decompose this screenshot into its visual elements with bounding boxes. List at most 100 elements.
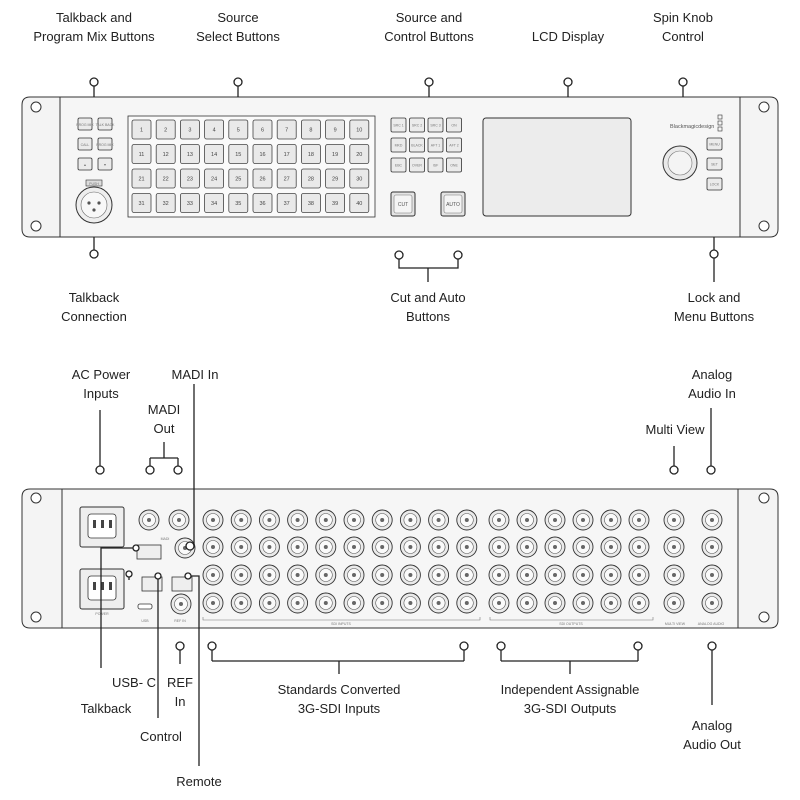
callout-lcd-display: LCD Display [508,27,628,46]
source-button[interactable] [325,144,346,164]
source-button[interactable] [131,168,152,189]
source-button[interactable] [349,168,370,189]
source-button[interactable] [276,144,297,164]
bnc-pin [239,601,244,605]
source-button[interactable] [204,119,225,140]
callout-ac-power-line2: Inputs [83,386,119,401]
talkback-port[interactable] [136,544,162,560]
ac-inlet-1-pin-c [101,520,104,528]
source-button-number: 36 [259,201,265,207]
source-button[interactable] [228,144,249,164]
bnc-pin [267,545,272,549]
bnc-pin [525,518,529,522]
left-button[interactable] [97,117,113,131]
left-button[interactable] [97,137,113,151]
source-button[interactable] [155,119,176,140]
control-button[interactable] [409,137,425,153]
callout-madi-in-line1: MADI In [171,367,219,382]
control-button-label: MKD [395,144,403,148]
control-button[interactable] [390,137,407,153]
source-button[interactable] [349,119,370,140]
source-button[interactable] [276,168,297,189]
control-button[interactable] [427,117,444,133]
source-button[interactable] [228,193,249,213]
control-button[interactable] [446,137,462,153]
source-button[interactable] [349,144,370,164]
source-button[interactable] [325,193,346,213]
bnc-pin [408,545,413,549]
callout-spin-knob-line2: Control [662,29,704,44]
callout-source-control-line1: Source and [395,10,463,25]
left-button[interactable] [97,157,113,171]
source-button-number: 39 [332,201,338,207]
rear-ear-hole-tl [30,492,42,504]
callout-sdi-inputs-line1: Standards Converted [277,682,401,697]
control-button[interactable] [390,117,407,133]
control-button[interactable] [446,157,462,173]
source-button-number: 18 [308,152,314,158]
left-button[interactable] [77,157,93,171]
control-button[interactable] [409,157,425,173]
source-button[interactable] [155,168,176,189]
bnc-pin [211,601,215,605]
source-button[interactable] [155,193,176,213]
source-button[interactable] [131,144,152,164]
bnc-pin [525,601,529,605]
control-button[interactable] [427,157,444,173]
callout-source-control: Source and Control Buttons [364,8,494,46]
left-button[interactable] [77,117,93,131]
source-button[interactable] [349,193,370,213]
source-button[interactable] [179,168,200,189]
source-button-number: 21 [138,177,144,183]
source-button[interactable] [300,144,321,164]
xlr-push-tab[interactable] [85,179,103,187]
control-button[interactable] [409,117,425,133]
left-button-label: ▲ [83,163,86,167]
source-button[interactable] [325,119,346,140]
right-button[interactable] [706,177,723,191]
source-button[interactable] [300,119,321,140]
source-button[interactable] [131,119,152,140]
source-button[interactable] [204,168,225,189]
source-button[interactable] [228,168,249,189]
bnc-pin [672,601,676,605]
left-button[interactable] [77,137,93,151]
callout-sdi-outputs-line2: 3G-SDI Outputs [523,701,617,716]
callout-talkback-rear: Talkback [66,699,146,718]
remote-ethernet-port[interactable] [171,576,193,592]
xlr-inner-ring [80,191,108,219]
source-button[interactable] [228,119,249,140]
control-button[interactable] [446,117,462,133]
source-button-number: 26 [259,177,265,183]
source-button[interactable] [204,144,225,164]
source-button[interactable] [300,193,321,213]
control-button[interactable] [390,157,407,173]
source-button[interactable] [204,193,225,213]
source-button[interactable] [179,119,200,140]
usb-c-port[interactable] [137,603,153,610]
source-button[interactable] [276,193,297,213]
right-button[interactable] [706,157,723,171]
left-button-label: TALK BACK [96,123,116,127]
source-button[interactable] [155,144,176,164]
right-button[interactable] [706,137,723,151]
source-button[interactable] [325,168,346,189]
bnc-pin [464,601,469,605]
control-button-label: ON [451,124,457,128]
source-button-number: 2 [164,128,167,134]
control-ethernet-port[interactable] [141,576,163,592]
source-button[interactable] [179,193,200,213]
source-button[interactable] [179,144,200,164]
bnc-pin [380,545,385,549]
bnc-pin [147,518,151,522]
source-button[interactable] [252,119,273,140]
control-button[interactable] [427,137,444,153]
source-button[interactable] [300,168,321,189]
source-button[interactable] [131,193,152,213]
source-button[interactable] [252,168,273,189]
source-button-number: 32 [163,201,169,207]
source-button[interactable] [252,193,273,213]
source-button[interactable] [276,119,297,140]
source-button[interactable] [252,144,273,164]
